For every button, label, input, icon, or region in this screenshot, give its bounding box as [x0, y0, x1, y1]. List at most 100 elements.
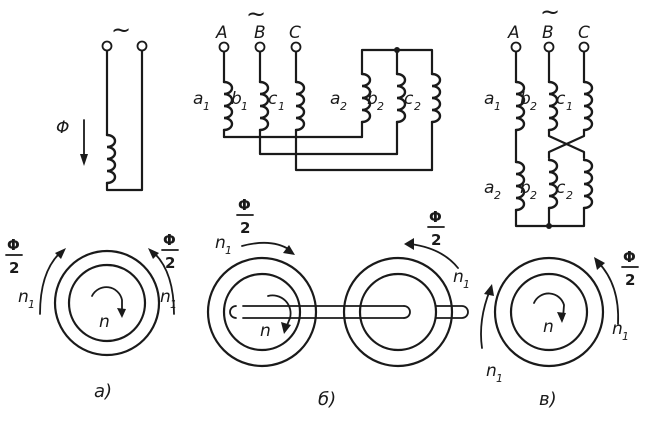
svg-text:n: n — [18, 287, 29, 307]
terminal-a-left — [101, 40, 113, 52]
shaft-right-inner — [359, 305, 405, 319]
svg-text:1: 1 — [463, 278, 470, 291]
svg-text:1: 1 — [28, 298, 35, 311]
coil-c1 — [294, 80, 306, 132]
rotor-speed-c: n — [543, 317, 554, 337]
svg-text:b: b — [520, 178, 531, 198]
svg-text:2: 2 — [494, 189, 501, 202]
terminal-label-B: B — [254, 23, 266, 43]
field-arrow-c-right — [597, 261, 620, 325]
field-arrow-b-left — [241, 241, 291, 251]
coil-a2 — [360, 72, 372, 124]
svg-text:1: 1 — [496, 372, 503, 385]
shaft-end-left — [229, 305, 237, 319]
svg-text:1: 1 — [278, 100, 285, 113]
svg-text:n: n — [160, 287, 171, 307]
coil-a — [105, 133, 117, 185]
ac-symbol-b: ~ — [246, 0, 266, 28]
terminal-c-C — [578, 41, 590, 53]
svg-text:n: n — [612, 319, 623, 339]
terminal-label-C-c: C — [578, 23, 590, 43]
rotor-arrowhead-a — [117, 308, 126, 318]
terminal-label-B-c: B — [542, 23, 554, 43]
svg-text:2: 2 — [165, 254, 175, 272]
stator-circle-b-right — [342, 256, 454, 368]
terminal-a-right — [136, 40, 148, 52]
svg-text:2: 2 — [340, 100, 347, 113]
flux-half-c: Φ 2 — [621, 248, 639, 289]
svg-text:2: 2 — [431, 231, 441, 249]
terminal-b-B — [254, 41, 266, 53]
svg-text:b: b — [231, 89, 242, 109]
shaft-right-end — [435, 305, 469, 319]
rotor-rotation-arrow-a — [91, 286, 123, 315]
terminal-label-A: A — [215, 23, 228, 43]
field-arrowhead-right-a — [148, 248, 159, 259]
shaft-right-cap — [403, 305, 411, 319]
field-arrow-b-right — [409, 243, 459, 269]
coil-c-a2 — [514, 160, 526, 212]
svg-text:a: a — [193, 89, 203, 109]
stator-circle-b-left — [206, 256, 318, 368]
svg-text:1: 1 — [225, 244, 232, 257]
field-arrowhead-b-right — [404, 238, 414, 250]
terminal-c-A — [510, 41, 522, 53]
flux-label: Φ — [56, 118, 69, 138]
rotor-arrowhead-c — [557, 312, 566, 323]
svg-text:2: 2 — [530, 189, 537, 202]
flux-half-right-a: Φ 2 — [161, 231, 179, 272]
svg-text:c: c — [556, 89, 566, 109]
rotor-speed-a: n — [99, 312, 110, 332]
svg-text:c: c — [556, 178, 566, 198]
svg-text:b: b — [520, 89, 531, 109]
coil-a1 — [222, 80, 234, 132]
coil-c-c1 — [582, 80, 594, 132]
svg-text:1: 1 — [203, 100, 210, 113]
ac-symbol-c: ~ — [540, 0, 560, 26]
coil-c-b2-upper — [547, 80, 559, 132]
coil-c-a1 — [514, 80, 526, 132]
svg-text:a: a — [484, 89, 494, 109]
svg-text:c: c — [268, 89, 278, 109]
rotor-arrowhead-b — [281, 322, 291, 334]
svg-text:2: 2 — [9, 259, 19, 277]
flux-half-b-left: Φ 2 — [236, 196, 254, 237]
svg-text:Φ: Φ — [238, 196, 251, 214]
svg-text:1: 1 — [566, 100, 573, 113]
field-arrowhead-left-a — [55, 248, 66, 259]
terminal-b-C — [290, 41, 302, 53]
svg-text:2: 2 — [530, 100, 537, 113]
svg-text:Φ: Φ — [163, 231, 176, 249]
wire-b-b1-bot — [258, 128, 399, 156]
neutral-junction-b — [394, 47, 400, 53]
svg-text:2: 2 — [625, 271, 635, 289]
rotor-circle-c — [509, 272, 589, 352]
svg-text:1: 1 — [170, 298, 177, 311]
coil-c-b2-lower — [547, 158, 559, 210]
coil-c-c2 — [582, 158, 594, 210]
svg-text:Φ: Φ — [429, 208, 442, 226]
field-arrow-b-far — [480, 289, 491, 349]
flux-half-b-right: Φ 2 — [427, 208, 445, 249]
terminal-b-A — [218, 41, 230, 53]
svg-text:2: 2 — [377, 100, 384, 113]
coil-b2 — [395, 72, 407, 124]
shaft-coupling — [299, 305, 361, 319]
